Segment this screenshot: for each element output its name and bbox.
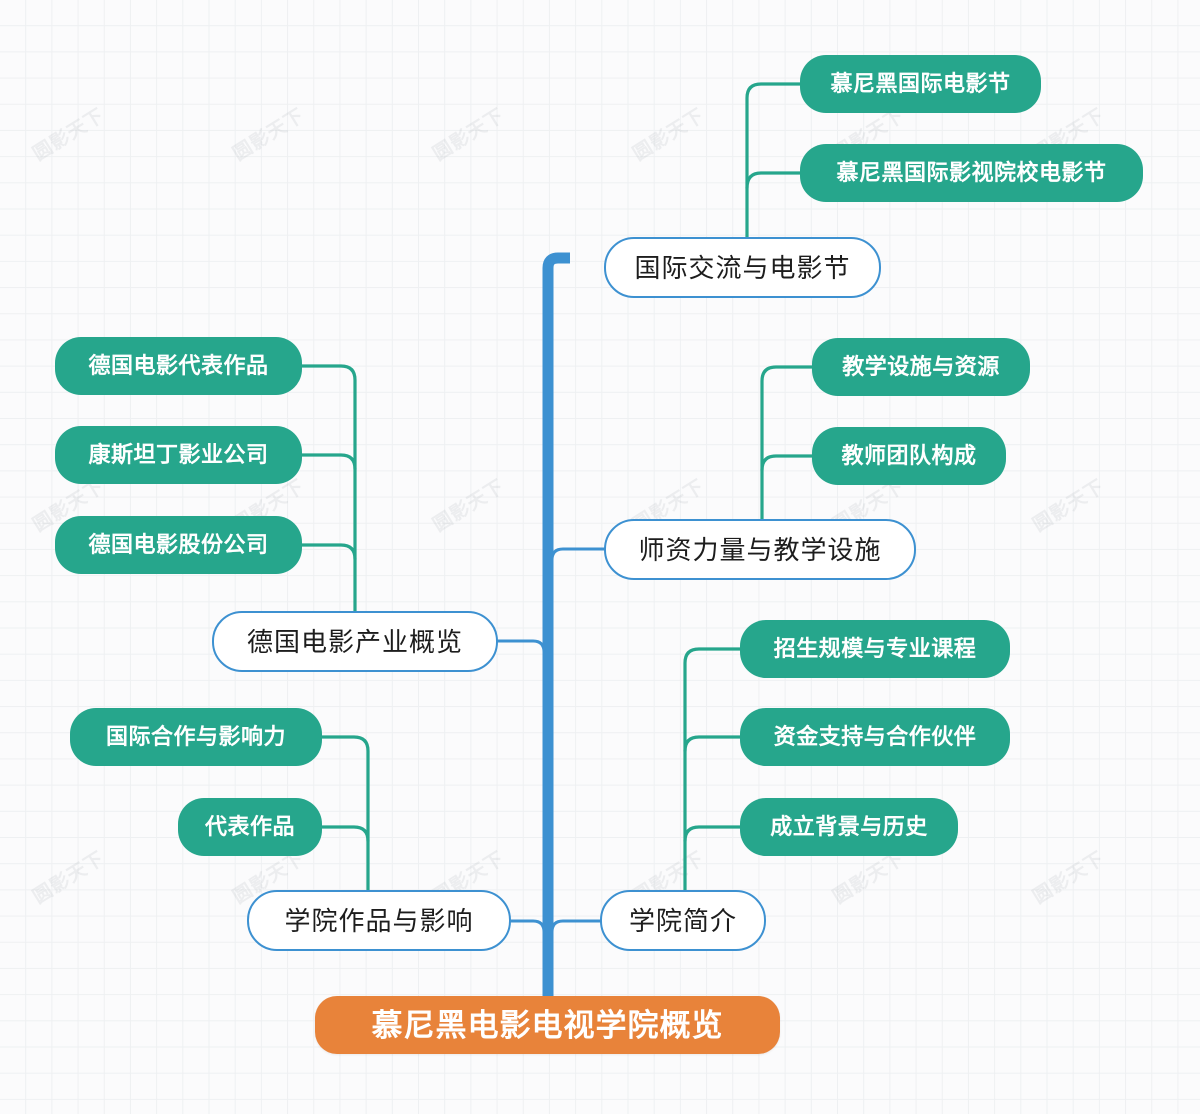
leaf-link-faculty-2 xyxy=(760,454,814,472)
leaf-spine-industry xyxy=(300,364,357,617)
leaf-node-label: 成立背景与历史 xyxy=(770,814,928,839)
leaf-node-constantin-film[interactable]: 康斯坦丁影业公司 xyxy=(55,426,302,484)
leaf-node-teaching-facilities[interactable]: 教学设施与资源 xyxy=(812,338,1030,396)
leaf-node-munich-intl-film-school-festival[interactable]: 慕尼黑国际影视院校电影节 xyxy=(800,144,1143,202)
leaf-node-ufa-film-company[interactable]: 德国电影股份公司 xyxy=(55,516,302,574)
leaf-node-label: 慕尼黑国际电影节 xyxy=(830,71,1011,96)
branch-node-label: 学院简介 xyxy=(628,905,737,936)
leaf-spine-intro xyxy=(683,647,742,895)
leaf-node-label: 教学设施与资源 xyxy=(842,354,1000,379)
leaf-link-industry-2 xyxy=(300,453,357,471)
leaf-node-intl-cooperation-influence[interactable]: 国际合作与影响力 xyxy=(70,708,322,766)
leaf-node-teacher-team[interactable]: 教师团队构成 xyxy=(812,427,1006,485)
leaf-node-label: 国际合作与影响力 xyxy=(105,724,286,749)
trunk-branch-industry xyxy=(496,639,546,685)
leaf-node-enrollment-programs[interactable]: 招生规模与专业课程 xyxy=(740,620,1010,678)
branch-node-label: 师资力量与教学设施 xyxy=(638,534,882,565)
leaf-node-representative-works[interactable]: 代表作品 xyxy=(178,798,322,856)
leaf-node-german-film-works[interactable]: 德国电影代表作品 xyxy=(55,337,302,395)
leaf-link-industry-3 xyxy=(300,543,357,561)
leaf-spine-intl xyxy=(745,82,802,242)
leaf-link-intro-2 xyxy=(683,735,742,753)
branch-node-label: 学院作品与影响 xyxy=(284,905,474,936)
trunk-line xyxy=(542,252,570,1000)
leaf-node-founding-history[interactable]: 成立背景与历史 xyxy=(740,798,958,856)
branch-node-label: 德国电影产业概览 xyxy=(246,626,463,657)
leaf-node-label: 德国电影代表作品 xyxy=(88,353,269,378)
leaf-node-label: 招生规模与专业课程 xyxy=(773,636,977,661)
leaf-node-label: 代表作品 xyxy=(204,814,295,839)
leaf-node-label: 教师团队构成 xyxy=(841,443,977,468)
leaf-link-intro-3 xyxy=(683,825,742,843)
leaf-node-funding-partners[interactable]: 资金支持与合作伙伴 xyxy=(740,708,1010,766)
branch-node-academy-works[interactable]: 学院作品与影响 xyxy=(247,890,511,951)
root-node-label: 慕尼黑电影电视学院概览 xyxy=(371,1007,724,1043)
leaf-link-intl-2 xyxy=(745,171,802,190)
branch-node-label: 国际交流与电影节 xyxy=(634,252,851,283)
trunk-branch-intro xyxy=(550,919,602,964)
leaf-spine-works xyxy=(320,735,370,895)
branch-node-german-film-industry[interactable]: 德国电影产业概览 xyxy=(212,611,498,672)
branch-node-academy-intro[interactable]: 学院简介 xyxy=(600,890,766,951)
leaf-node-munich-film-festival[interactable]: 慕尼黑国际电影节 xyxy=(800,55,1041,113)
root-node[interactable]: 慕尼黑电影电视学院概览 xyxy=(315,996,780,1054)
leaf-node-label: 慕尼黑国际影视院校电影节 xyxy=(836,160,1107,185)
leaf-node-label: 资金支持与合作伙伴 xyxy=(773,724,977,749)
branch-node-faculty-facilities[interactable]: 师资力量与教学设施 xyxy=(604,519,916,580)
trunk-branch-faculty xyxy=(550,547,606,592)
leaf-node-label: 康斯坦丁影业公司 xyxy=(88,442,269,467)
trunk-branch-works xyxy=(509,919,546,964)
leaf-node-label: 德国电影股份公司 xyxy=(88,532,269,557)
leaf-spine-faculty xyxy=(760,365,814,524)
leaf-link-works-2 xyxy=(320,825,370,843)
branch-node-international-exchange[interactable]: 国际交流与电影节 xyxy=(604,237,881,298)
